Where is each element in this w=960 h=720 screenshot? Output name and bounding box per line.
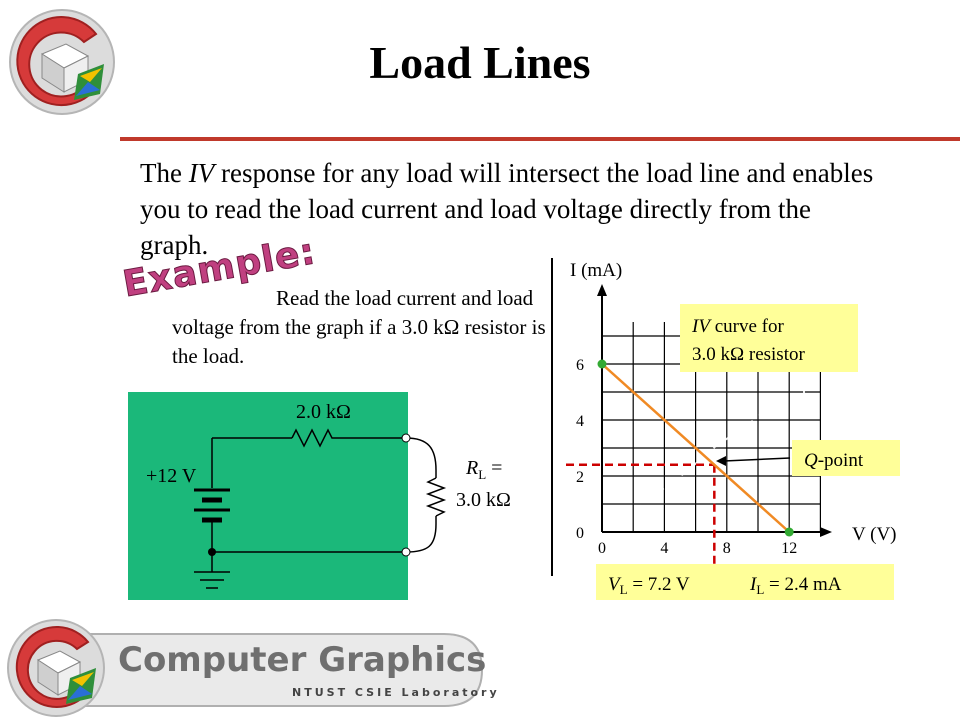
footer-logo-subtitle: NTUST CSIE Laboratory	[292, 686, 500, 699]
series-resistor-label: 2.0 kΩ	[296, 401, 351, 423]
x-tick-label: 4	[660, 540, 668, 557]
iv-callout-italic: IV	[691, 316, 712, 337]
q-point-arrow	[723, 457, 791, 462]
example-text-content: Read the load current and load voltage f…	[172, 286, 546, 368]
q-point-callout-box	[792, 440, 900, 476]
x-tick-label: 0	[598, 540, 606, 557]
q-point-guides	[566, 463, 716, 568]
terminal-top-icon	[401, 433, 411, 443]
y-axis-arrow-icon	[597, 284, 607, 296]
example-text: Read the load current and load voltage f…	[172, 284, 552, 371]
y-tick-label: 0	[576, 525, 584, 542]
vl-value: = 7.2 V	[628, 574, 690, 595]
iv-callout-line2: 3.0 kΩ resistor	[692, 344, 805, 365]
load-line-series	[597, 359, 794, 537]
x-axis-title: V (V)	[852, 524, 897, 545]
battery-icon	[194, 488, 230, 523]
resistor-load-icon	[425, 477, 447, 517]
intro-text-part1: The	[140, 158, 189, 188]
y-tick-label: 4	[576, 413, 584, 430]
il-value: = 2.4 mA	[764, 574, 841, 595]
wire-load-top	[405, 437, 437, 478]
iv-curve-trace	[625, 390, 805, 519]
vl-box	[596, 564, 744, 600]
y-tick-label: 6	[576, 357, 584, 374]
load-value: 3.0 kΩ	[456, 489, 511, 511]
terminal-bottom-icon	[401, 547, 411, 557]
il-sub: L	[756, 582, 764, 597]
intro-text-part2: response for any load will intersect the…	[140, 158, 874, 260]
title-divider	[120, 137, 960, 141]
vl-name: V	[608, 574, 622, 595]
q-point-rest: -point	[818, 450, 864, 471]
x-tick-label: 12	[781, 540, 797, 557]
footer-logo-icon	[7, 619, 484, 717]
intro-paragraph: The IV response for any load will inters…	[140, 155, 880, 263]
logo-icon	[9, 9, 115, 115]
iv-callout-rest: curve for	[710, 316, 785, 337]
axis-ticks: 0 4 8 12 0 2 4 6	[576, 357, 797, 557]
circuit-background	[128, 392, 408, 600]
vl-label: VL = 7.2 V	[608, 574, 690, 597]
circuit-diagram: 2.0 kΩ +12 V RL = 3.0 kΩ	[128, 392, 511, 600]
load-label-sub: L	[478, 467, 486, 482]
source-label: +12 V	[146, 465, 197, 487]
iv-callout-box	[680, 304, 858, 372]
il-label: IL = 2.4 mA	[749, 574, 842, 597]
q-point-arrowhead-icon	[716, 456, 726, 466]
il-name: I	[749, 574, 758, 595]
junction-dot	[208, 548, 216, 556]
il-box	[742, 564, 894, 600]
load-label: RL =	[465, 457, 502, 482]
footer-logo-title: Computer Graphics	[118, 640, 487, 680]
q-point-callout: Q-point	[804, 450, 864, 471]
intro-text-italic: IV	[188, 158, 215, 188]
vl-sub: L	[620, 582, 628, 597]
page-title: Load Lines	[369, 37, 591, 88]
x-tick-label: 8	[723, 540, 731, 557]
graph-divider	[551, 258, 553, 576]
load-label-eq: =	[486, 457, 502, 479]
q-point-italic: Q	[804, 450, 818, 471]
x-axis-arrow-icon	[820, 527, 832, 537]
y-tick-label: 2	[576, 469, 584, 486]
load-line-endpoint	[597, 359, 607, 369]
load-line-endpoint	[784, 527, 794, 537]
iv-callout-line1: IV curve for	[691, 316, 784, 337]
resistor-2k-icon	[291, 428, 336, 448]
load-label-name: R	[465, 457, 478, 479]
wire-load-bottom	[405, 516, 437, 553]
load-line	[601, 363, 791, 533]
y-axis-title: I (mA)	[570, 260, 622, 281]
